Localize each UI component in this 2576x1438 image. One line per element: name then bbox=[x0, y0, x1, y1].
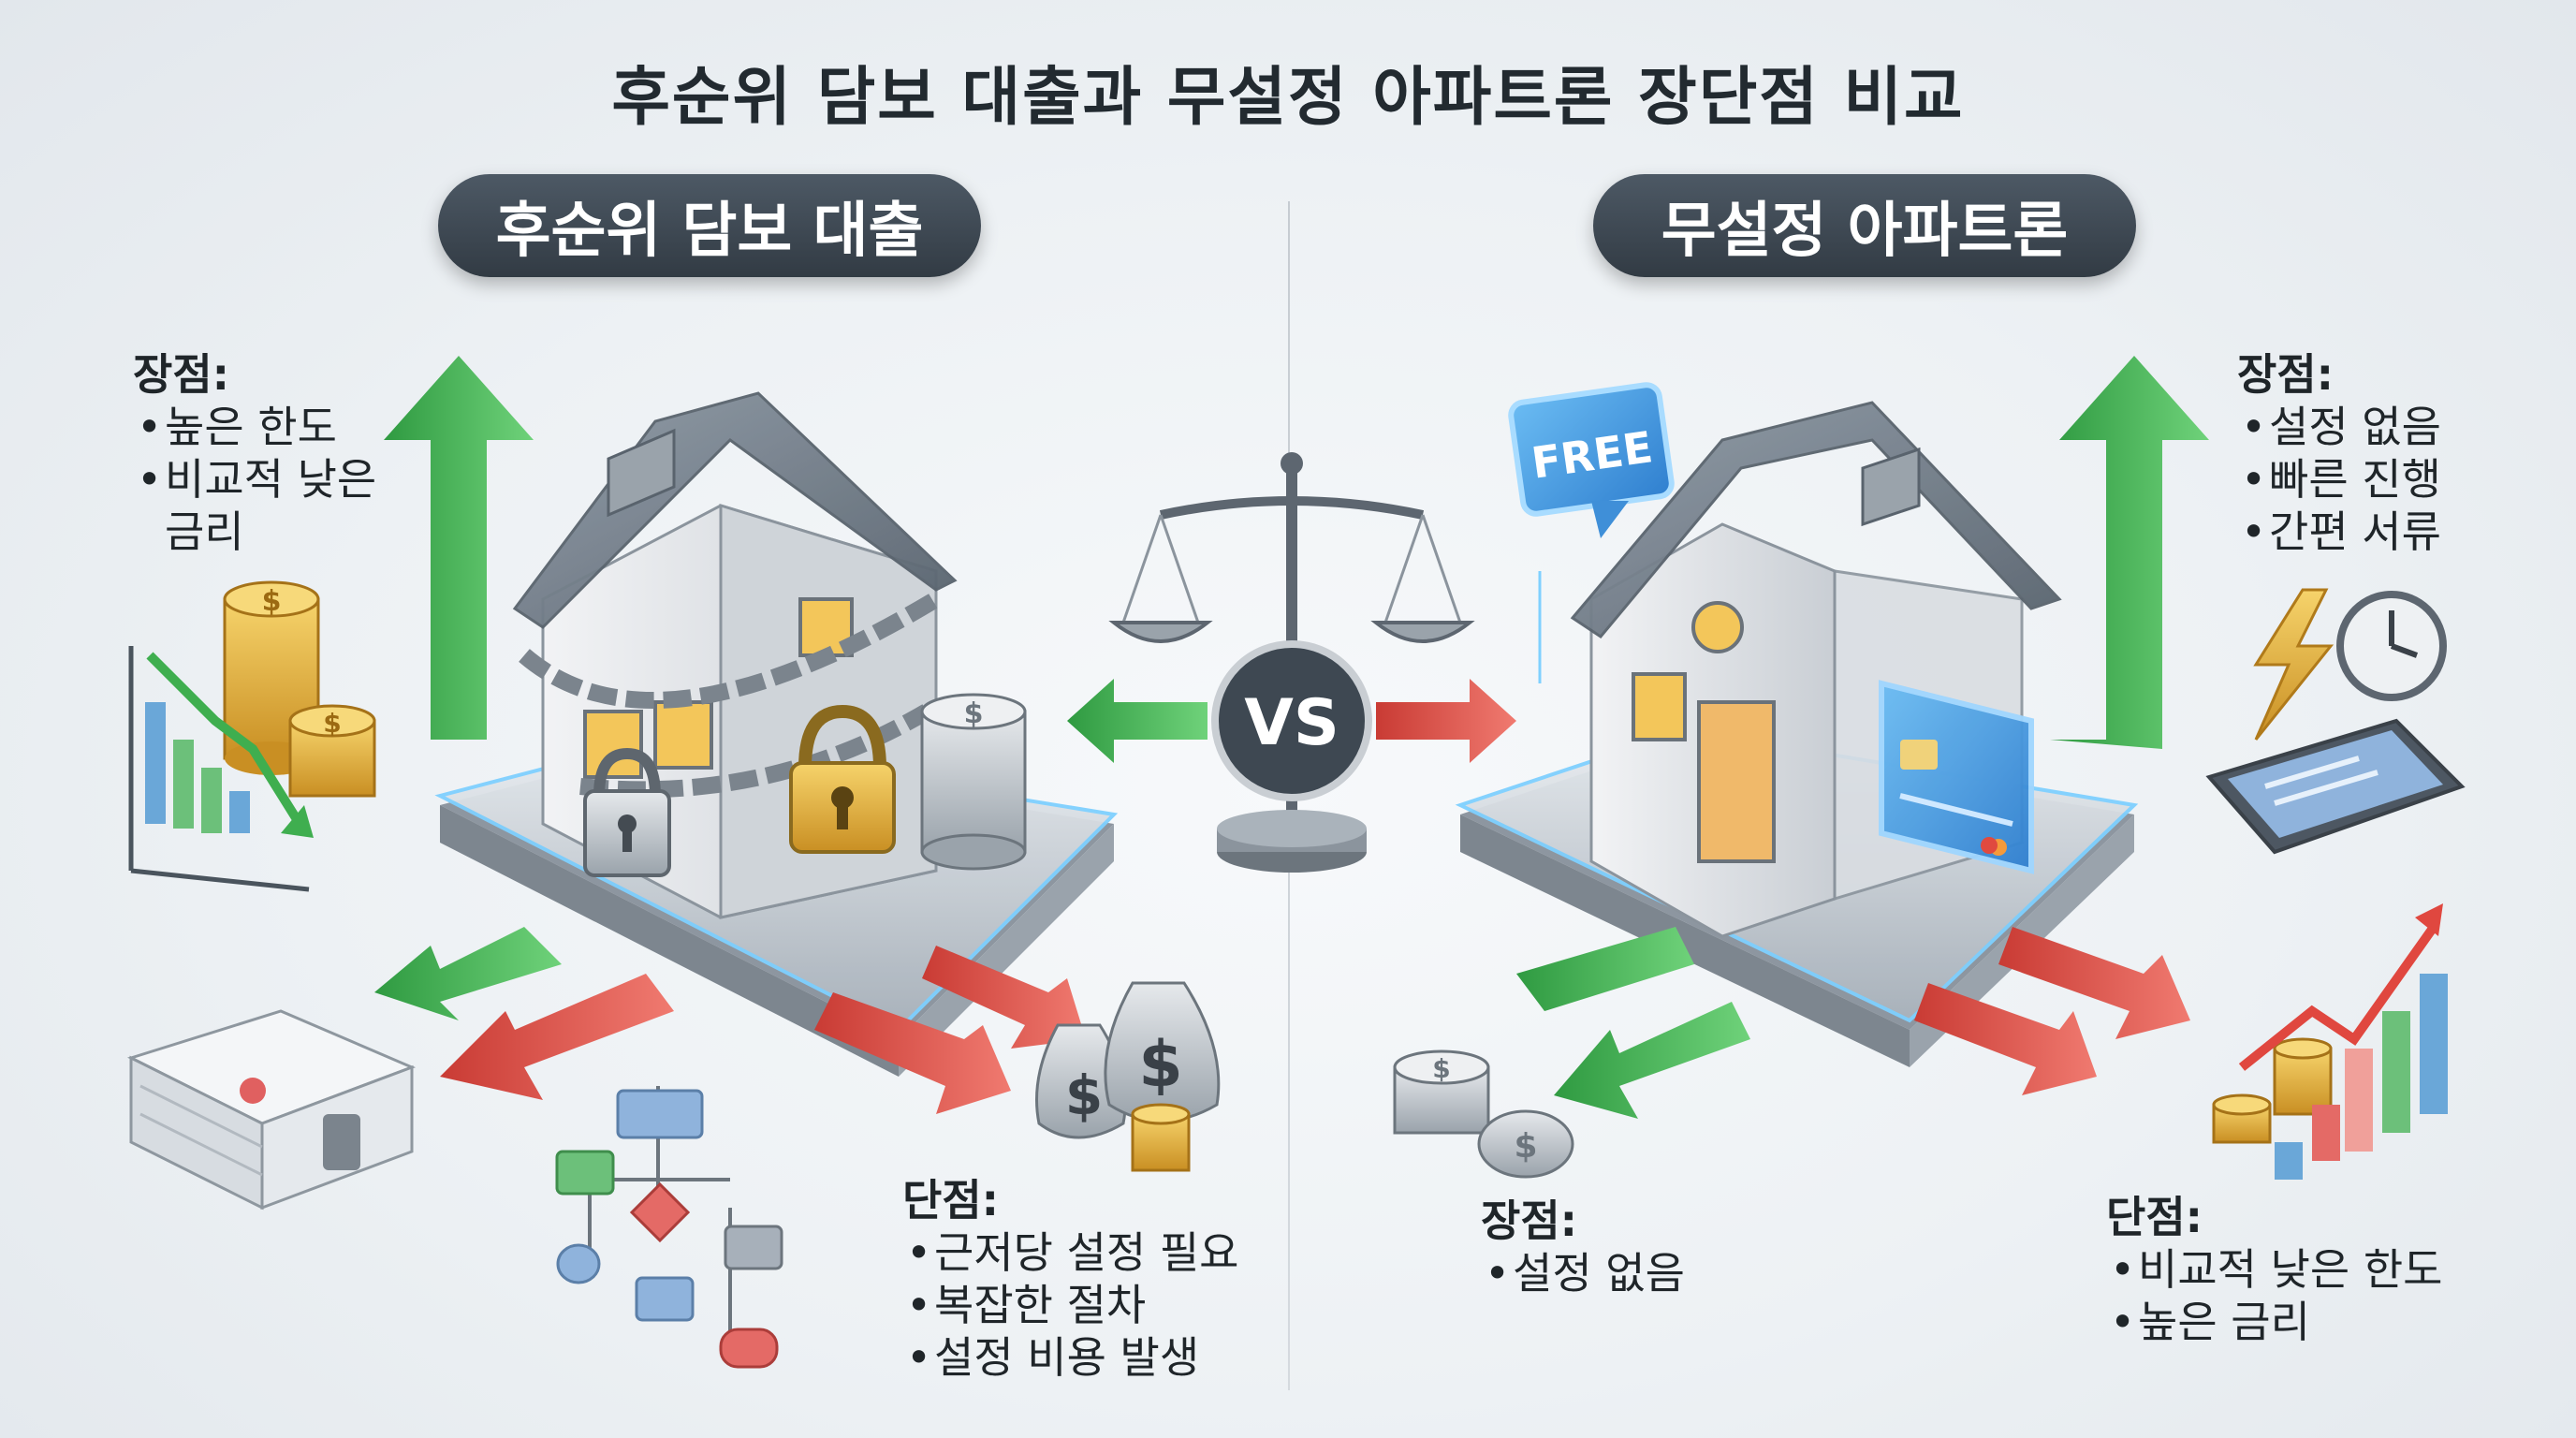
left-cons-item: 설정 비용 발생 bbox=[902, 1331, 1295, 1384]
right-cons-heading: 단점: bbox=[2106, 1192, 2203, 1242]
right-pros-item: 간편 서류 bbox=[2237, 506, 2555, 558]
right-up-arrow bbox=[2050, 356, 2209, 749]
rising-chart-icon bbox=[2212, 903, 2448, 1180]
svg-text:$: $ bbox=[964, 697, 984, 730]
right-pros-note: 장점: 설정 없음 빠른 진행 간편 서류 bbox=[2237, 348, 2555, 558]
right-pros-item: 설정 없음 bbox=[2237, 401, 2555, 453]
silver-lock-icon bbox=[583, 747, 671, 877]
left-cons-item: 복잡한 절차 bbox=[902, 1279, 1295, 1331]
right-bottom-pros-note: 장점: 설정 없음 bbox=[1481, 1195, 1799, 1299]
right-pros-item: 빠른 진행 bbox=[2237, 453, 2555, 506]
right-cons-item: 비교적 낮은 한도 bbox=[2106, 1243, 2499, 1296]
right-pros-heading: 장점: bbox=[2237, 349, 2334, 400]
right-green-arrow-out bbox=[1516, 927, 1750, 1119]
center-green-arrow bbox=[1067, 679, 1208, 763]
gold-coin-stack-icon: $ $ bbox=[223, 580, 376, 798]
clock-icon bbox=[2336, 591, 2447, 701]
right-cons-note: 단점: 비교적 낮은 한도 높은 금리 bbox=[2106, 1191, 2499, 1348]
svg-text:$: $ bbox=[1514, 1127, 1537, 1166]
declining-chart-icon bbox=[128, 646, 314, 892]
svg-text:$: $ bbox=[1065, 1064, 1103, 1127]
right-option-label: 무설정 아파트론 bbox=[1593, 174, 2136, 277]
left-up-arrow bbox=[384, 356, 534, 740]
svg-text:VS: VS bbox=[1244, 686, 1339, 760]
silver-coin-stack-icon: $ bbox=[920, 693, 1027, 871]
svg-text:$: $ bbox=[323, 708, 341, 739]
tablet-icon bbox=[2205, 718, 2466, 855]
credit-card-icon bbox=[1879, 680, 2034, 874]
left-option-label: 후순위 담보 대출 bbox=[438, 174, 981, 277]
vs-badge: VS bbox=[1211, 640, 1372, 801]
svg-text:$: $ bbox=[262, 585, 282, 618]
lightning-icon bbox=[2253, 588, 2334, 741]
left-cons-item: 근저당 설정 필요 bbox=[902, 1226, 1295, 1279]
left-cons-heading: 단점: bbox=[902, 1175, 1000, 1225]
left-pros-heading: 장점: bbox=[133, 349, 230, 400]
left-green-arrow-out bbox=[374, 927, 562, 1020]
main-title: 후순위 담보 대출과 무설정 아파트론 장단점 비교 bbox=[611, 61, 1965, 135]
free-badge-icon: FREE bbox=[1508, 382, 1675, 683]
left-pros-item: 높은 한도 bbox=[133, 401, 404, 453]
right-bottom-pros-item: 설정 없음 bbox=[1481, 1247, 1799, 1299]
left-pros-item: 비교적 낮은 금리 bbox=[133, 453, 404, 558]
svg-text:$: $ bbox=[1138, 1028, 1182, 1102]
center-red-arrow bbox=[1376, 679, 1516, 763]
document-stack-icon bbox=[127, 1009, 417, 1211]
flowchart-icon bbox=[555, 1086, 783, 1369]
right-red-arrows-out bbox=[1914, 927, 2190, 1095]
money-bags-icon: $ $ bbox=[1035, 981, 1221, 1172]
right-cons-item: 높은 금리 bbox=[2106, 1296, 2499, 1348]
left-cons-note: 단점: 근저당 설정 필요 복잡한 절차 설정 비용 발생 bbox=[902, 1174, 1295, 1384]
right-bottom-pros-heading: 장점: bbox=[1481, 1196, 1578, 1246]
left-pros-note: 장점: 높은 한도 비교적 낮은 금리 bbox=[133, 348, 404, 558]
left-red-arrows-out bbox=[440, 946, 1086, 1114]
svg-text:$: $ bbox=[1432, 1053, 1450, 1084]
right-silver-coins-icon: $ $ bbox=[1393, 1049, 1574, 1179]
padlock-icon bbox=[789, 704, 896, 854]
